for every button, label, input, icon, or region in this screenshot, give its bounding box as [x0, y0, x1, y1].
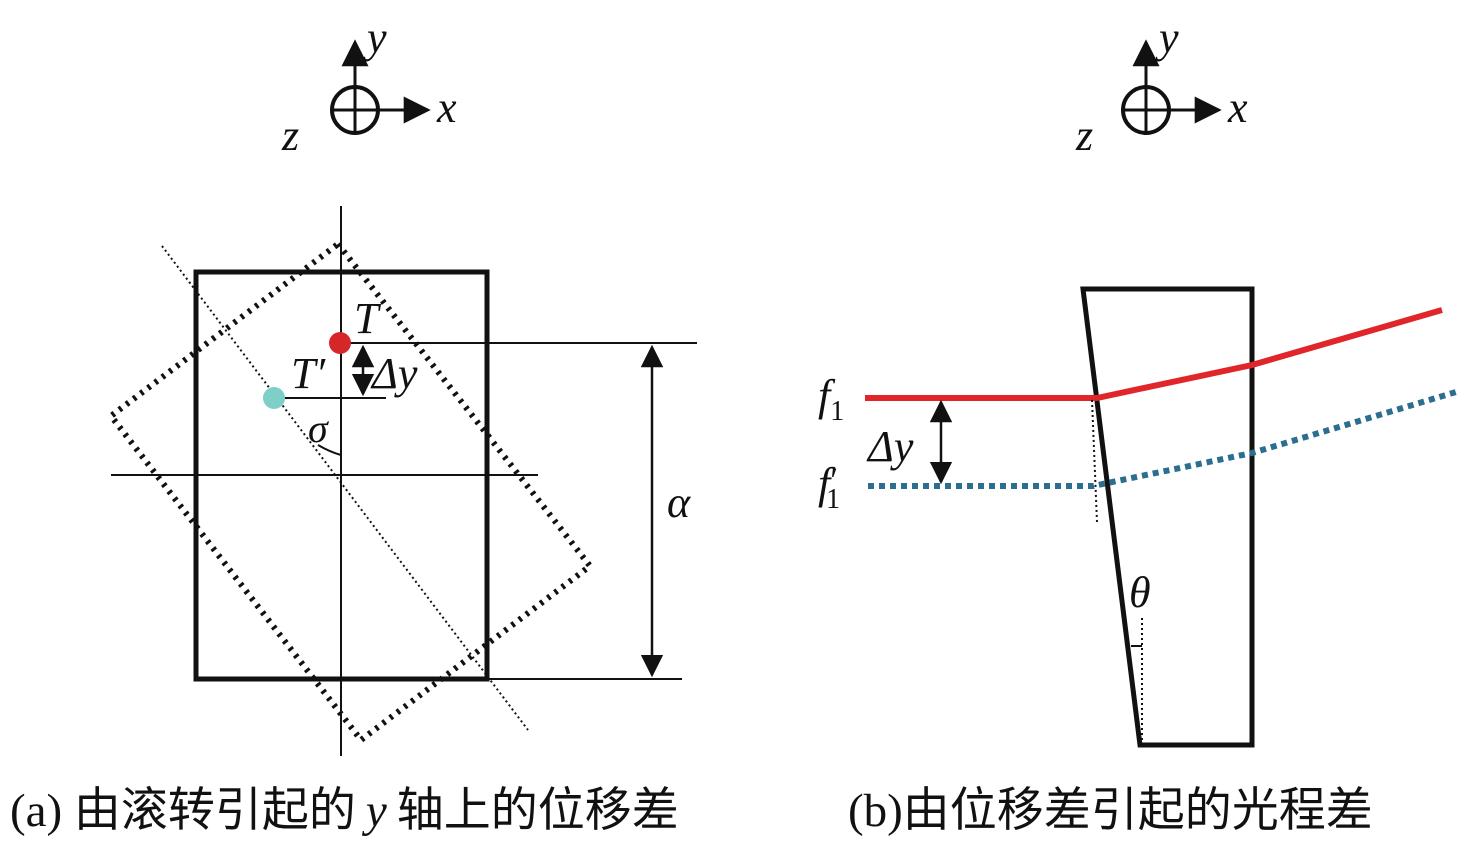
point-T-marker — [329, 332, 351, 354]
x-axis-label-a: x — [436, 83, 457, 132]
axis-triad-a: y x z — [281, 13, 457, 160]
point-T-prime-label: T′ — [291, 349, 326, 398]
alpha-label: α — [667, 478, 691, 527]
delta-y-label-a: Δy — [370, 349, 418, 398]
f1-label: f1 — [818, 371, 844, 427]
f1-prime-label: f′1 — [818, 459, 840, 515]
sigma-label: σ — [308, 406, 329, 451]
caption-b: (b)由位移差引起的光程差 — [848, 785, 1373, 837]
panel-a-geometry: T T′ Δy σ α — [106, 206, 697, 756]
ray-f1 — [865, 307, 1443, 401]
rotated-rectangle — [106, 239, 595, 745]
z-axis-label-a: z — [281, 111, 299, 160]
sigma-angle-arc — [317, 444, 342, 456]
rotated-axis — [161, 245, 529, 731]
point-T-prime-marker — [263, 387, 285, 409]
y-axis-label-b: y — [1155, 13, 1179, 62]
theta-label: θ — [1129, 568, 1151, 617]
panel-b-geometry: f1 f′1 Δy θ — [818, 286, 1457, 748]
x-axis-label-b: x — [1227, 83, 1248, 132]
axis-triad-b: y x z — [1075, 13, 1248, 160]
point-T-label: T — [354, 294, 382, 343]
wedge-prism — [1080, 286, 1255, 748]
delta-y-label-b: Δy — [866, 422, 914, 471]
y-axis-label-a: y — [363, 13, 387, 62]
z-axis-label-b: z — [1075, 111, 1093, 160]
normal-line-upper — [1091, 399, 1098, 523]
ray-f1-prime — [868, 389, 1457, 489]
